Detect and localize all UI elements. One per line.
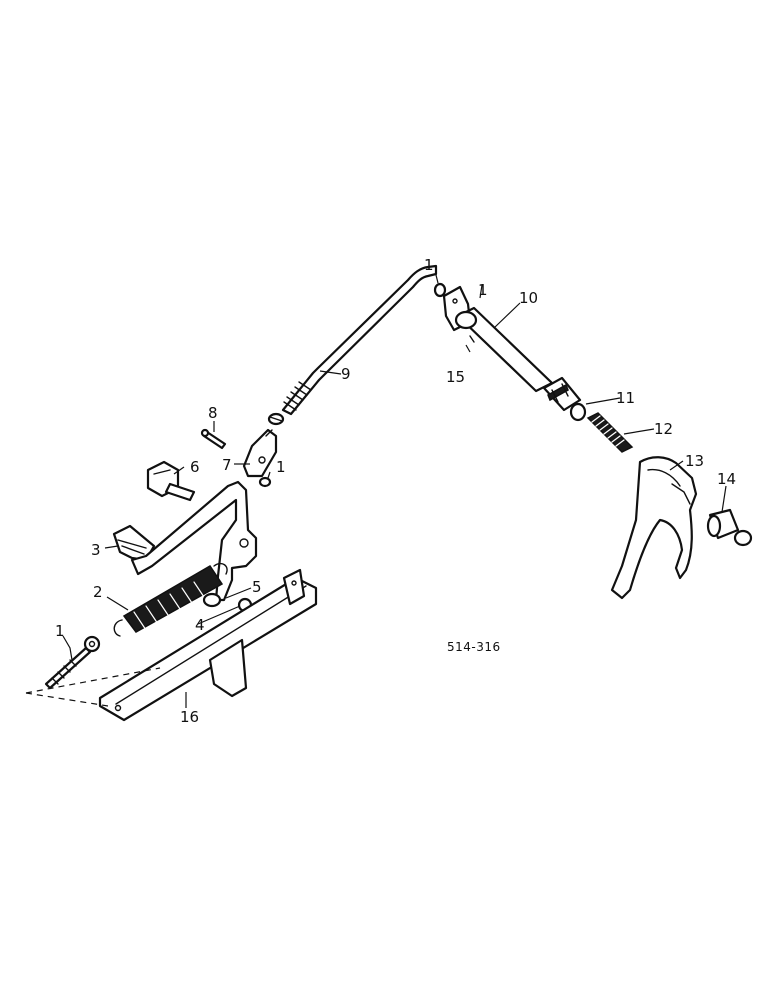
shift-rod bbox=[281, 264, 438, 416]
callout-13: 13 bbox=[685, 452, 704, 470]
callout-8: 8 bbox=[208, 404, 218, 422]
cross-shaft bbox=[454, 306, 554, 393]
shift-fork bbox=[610, 456, 698, 600]
callout-1-eyebolt: 1 bbox=[55, 622, 65, 640]
callout-7: 7 bbox=[222, 456, 232, 474]
fork-sleeve bbox=[706, 508, 753, 547]
lock-nut bbox=[267, 412, 285, 426]
shaft-bushing bbox=[542, 376, 582, 412]
hex-bolt bbox=[146, 460, 196, 502]
return-spring bbox=[113, 562, 228, 637]
clevis-yoke bbox=[242, 428, 278, 478]
callout-2: 2 bbox=[93, 583, 103, 601]
callout-14: 14 bbox=[717, 470, 736, 488]
callout-10: 10 bbox=[519, 289, 538, 307]
callout-5: 5 bbox=[252, 578, 262, 596]
callout-1-bracket: 1 bbox=[478, 281, 488, 299]
callout-15: 15 bbox=[446, 368, 465, 386]
callout-16: 16 bbox=[180, 708, 199, 726]
reference-code: 514-316 bbox=[447, 640, 501, 654]
eye-bolt bbox=[44, 635, 101, 690]
o-ring bbox=[569, 402, 587, 422]
callout-6: 6 bbox=[190, 458, 200, 476]
callout-3: 3 bbox=[91, 541, 101, 559]
leader-lines bbox=[25, 274, 727, 708]
support-frame bbox=[98, 568, 318, 722]
clevis-pin bbox=[200, 428, 227, 450]
clevis-washer bbox=[258, 476, 272, 488]
callout-11: 11 bbox=[616, 389, 635, 407]
compression-spring bbox=[586, 412, 634, 453]
callout-4: 4 bbox=[195, 616, 205, 634]
pedal-lever bbox=[112, 480, 258, 602]
adjuster-nut bbox=[202, 592, 222, 608]
callout-12: 12 bbox=[654, 420, 673, 438]
callout-9: 9 bbox=[341, 365, 351, 383]
callout-1-washer: 1 bbox=[424, 256, 434, 274]
washer-top bbox=[433, 282, 447, 298]
callout-1-clevis: 1 bbox=[276, 458, 286, 476]
